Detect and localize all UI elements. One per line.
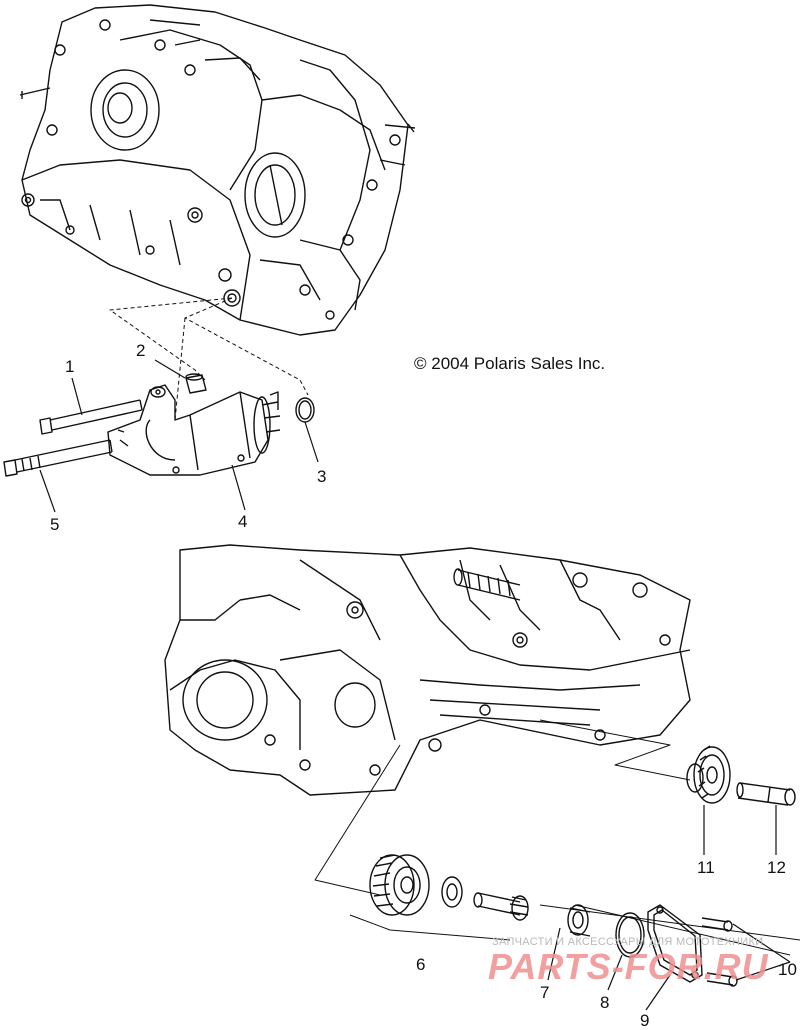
copyright-notice: © 2004 Polaris Sales Inc.	[414, 354, 606, 373]
callout-4: 4	[238, 512, 247, 531]
o-ring-part-8	[615, 912, 645, 958]
callout-5: 5	[50, 515, 59, 534]
leader-lines-bottom	[314, 719, 800, 956]
callout-2: 2	[136, 341, 145, 360]
bearing-part-7	[567, 904, 591, 937]
callout-6: 6	[416, 955, 425, 974]
engine-lower-bolts	[264, 572, 671, 776]
crankcase-bolts	[19, 19, 416, 320]
bolt-part-5	[3, 439, 113, 477]
o-ring-part-3	[295, 397, 315, 423]
watermark-logo: PARTS-FOR.RU	[488, 946, 769, 987]
crankcase-upper	[21, 4, 409, 336]
callout-11: 11	[697, 858, 715, 877]
shaft-part-12	[736, 782, 796, 806]
callout-labels: 1 2 3 4 5 6 7 8 9 10 11 12	[50, 341, 797, 1030]
starter-motor-part-4	[107, 384, 281, 476]
watermark-tagline: ЗАПЧАСТИ И АКСЕССУАРЫ ДЛЯ МОТОТЕХНИКИ	[492, 936, 764, 948]
callout-leaders	[39, 359, 791, 1011]
gear-part-6	[369, 854, 430, 916]
callout-10: 10	[778, 960, 797, 979]
bearing-part-6a	[441, 876, 463, 908]
engine-lower	[164, 544, 691, 796]
screws-part-10	[701, 917, 738, 987]
callout-1: 1	[65, 357, 74, 376]
dowel-part-2	[185, 373, 207, 394]
callout-8: 8	[600, 993, 609, 1012]
bolt-part-1	[39, 399, 143, 435]
shaft-part-6b	[473, 892, 529, 921]
cover-part-9	[647, 904, 703, 983]
gear-part-11	[686, 745, 731, 804]
callout-7: 7	[540, 983, 549, 1002]
engine-lower-shaft	[453, 568, 521, 601]
callout-9: 9	[640, 1011, 649, 1030]
callout-3: 3	[317, 467, 326, 486]
callout-12: 12	[767, 858, 786, 877]
